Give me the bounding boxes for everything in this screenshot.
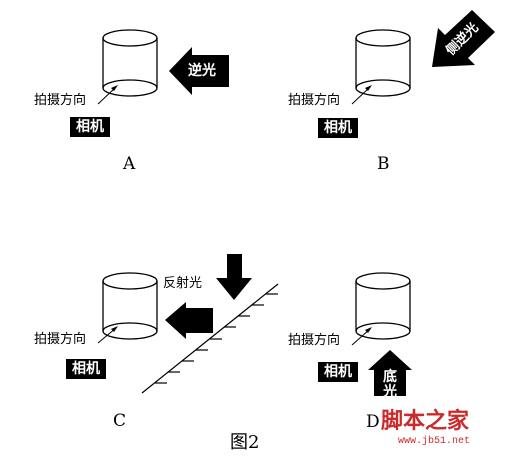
figure-caption: 图2 — [230, 432, 260, 453]
direction-label-a: 拍摄方向 — [34, 93, 87, 108]
bottom-light-arrow-d — [368, 350, 412, 396]
direction-label-b: 拍摄方向 — [288, 93, 341, 108]
watermark-url: www.jb51.net — [398, 436, 471, 447]
direction-label-c: 拍摄方向 — [34, 332, 87, 347]
watermark-logo: 脚本之家 — [381, 408, 470, 434]
light-label-a: 逆光 — [188, 63, 216, 79]
direction-arrow-b — [351, 85, 372, 105]
side-backlight-arrow-b — [432, 10, 495, 67]
direction-arrow-c — [97, 326, 118, 344]
camera-label-c: 相机 — [66, 359, 106, 379]
direction-label-d: 拍摄方向 — [288, 333, 341, 348]
camera-label-a: 相机 — [70, 117, 110, 137]
cylinder-d — [355, 272, 411, 340]
cylinder-a — [102, 29, 158, 97]
direction-arrow-a — [97, 85, 118, 105]
panel-letter-c: C — [113, 411, 127, 431]
panel-letter-a: A — [123, 154, 136, 174]
light-label-c: 反射光 — [163, 276, 203, 291]
panel-letter-d: D — [366, 412, 380, 432]
reflected-light-arrow-c — [165, 302, 213, 339]
camera-label-b: 相机 — [318, 118, 358, 138]
reflective-surface — [141, 283, 279, 394]
incident-light-arrow-c — [216, 254, 252, 300]
panel-letter-b: B — [377, 154, 390, 174]
camera-label-d: 相机 — [318, 362, 358, 382]
cylinder-c — [102, 272, 158, 340]
backlight-arrow-a — [169, 47, 229, 95]
light-label-d: 底光 — [383, 369, 397, 400]
direction-arrow-d — [351, 327, 372, 346]
cylinder-b — [355, 29, 411, 97]
